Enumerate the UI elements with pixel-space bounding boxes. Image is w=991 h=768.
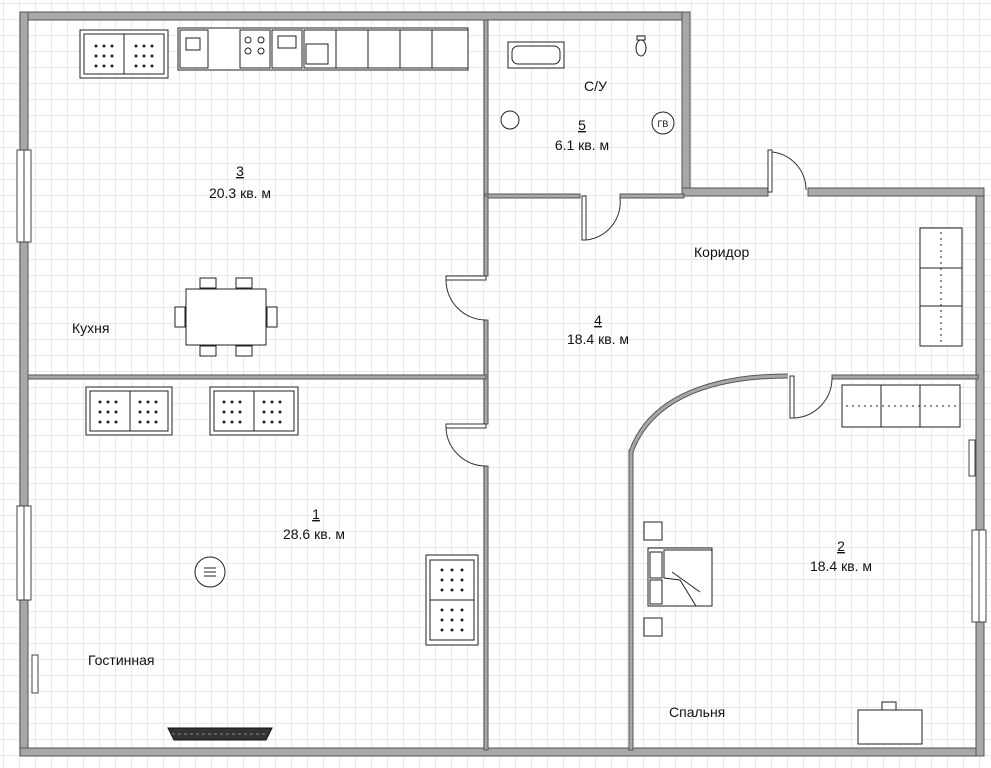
room-name-bedroom: Спальня	[669, 704, 725, 720]
wardrobe-corridor	[919, 227, 963, 347]
room-area-kitchen: 20.3 кв. м	[209, 185, 271, 201]
room-number-bathroom: 5	[578, 117, 586, 133]
armchair-tufting	[98, 400, 282, 424]
tv-icon	[167, 727, 273, 741]
boiler-label: ГВ	[658, 119, 669, 129]
boiler-icon	[651, 111, 675, 135]
room-number-kitchen: 3	[236, 163, 244, 179]
sofa-tufting	[440, 568, 464, 632]
room-number-corridor: 4	[594, 312, 602, 328]
room-labels: 1 28.6 кв. м Гостинная 2 18.4 кв. м Спал…	[72, 78, 872, 720]
room-area-corridor: 18.4 кв. м	[567, 331, 629, 347]
kitchen-counter	[177, 27, 469, 71]
coffee-table	[194, 556, 226, 588]
room-name-living: Гостинная	[88, 652, 155, 668]
room-number-living: 1	[312, 506, 320, 522]
walls	[19, 11, 985, 757]
room-area-bedroom: 18.4 кв. м	[810, 558, 872, 574]
chair-icon	[199, 277, 217, 289]
room-area-bathroom: 6.1 кв. м	[555, 137, 609, 153]
room-name-corridor: Коридор	[694, 244, 750, 260]
room-number-bedroom: 2	[837, 538, 845, 554]
window-living-small	[31, 654, 39, 694]
wardrobe-bedroom	[841, 384, 961, 428]
sink-icon	[179, 29, 209, 69]
dining-table	[174, 277, 278, 357]
desk	[857, 701, 923, 745]
window-bedroom-small	[968, 439, 976, 477]
washbasin-icon	[500, 110, 520, 130]
room-name-kitchen: Кухня	[72, 320, 109, 336]
bed	[643, 521, 713, 637]
armchair-left	[85, 386, 173, 436]
windows	[16, 149, 987, 694]
kitchen-sofa	[79, 29, 169, 79]
room-name-bathroom: С/У	[584, 78, 607, 94]
toilet-icon	[635, 39, 647, 57]
stove-icon	[239, 29, 271, 69]
bathroom-fixtures	[500, 35, 675, 135]
room-area-living: 28.6 кв. м	[283, 526, 345, 542]
nightstand-icon	[643, 521, 663, 541]
curved-wall-fill	[629, 374, 789, 453]
doors	[445, 149, 833, 467]
